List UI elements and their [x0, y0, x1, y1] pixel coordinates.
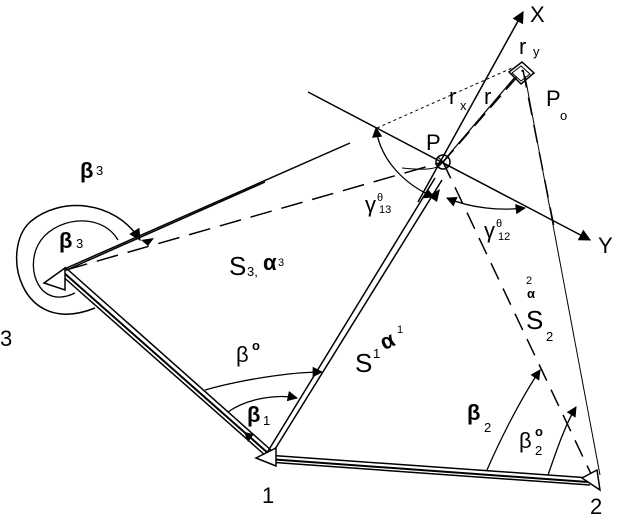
- arc-cross-gamma: [401, 164, 441, 170]
- label-Po-sub: o: [560, 108, 567, 123]
- label-S1: S: [355, 348, 372, 378]
- label-gamma12-theta: θ: [496, 218, 502, 230]
- label-vertex-2: 2: [590, 494, 602, 519]
- label-beta2-deg-sub: 2: [535, 443, 542, 458]
- label-beta2-deg: β: [519, 428, 532, 453]
- label-alpha3: α: [263, 250, 277, 275]
- label-ry: r: [519, 34, 526, 59]
- vertex-3-marker: [42, 266, 66, 292]
- label-beta2-deg-sup: o: [535, 424, 543, 439]
- label-gamma13: γ: [365, 192, 376, 217]
- label-beta-deg-sup: o: [252, 338, 260, 353]
- label-P: P: [426, 130, 441, 155]
- label-beta3-inner: β: [59, 228, 72, 253]
- point-Po: [507, 61, 536, 86]
- label-vertex-1: 1: [262, 483, 274, 508]
- arrowhead-side3: [141, 238, 154, 246]
- label-beta3-top: β: [80, 158, 93, 183]
- arc-beta-deg: [204, 366, 324, 391]
- vertex-1-marker: [254, 446, 277, 468]
- x-axis: [417, 10, 524, 203]
- arc-beta3-outer: [16, 204, 141, 315]
- label-alpha3-sub: 3: [278, 257, 284, 269]
- arc-beta2: [486, 369, 541, 471]
- line-Po-to-2: [524, 75, 601, 476]
- label-S2-top: 2: [526, 275, 532, 287]
- label-gamma12: γ: [484, 218, 495, 243]
- label-beta-deg: β: [236, 342, 249, 367]
- label-S2-sub: 2: [546, 329, 553, 344]
- side-3-to-1: [59, 267, 273, 457]
- label-Po: P: [546, 86, 561, 111]
- label-rx-sub: x: [460, 98, 467, 113]
- label-gamma12-sub: 12: [498, 231, 510, 243]
- label-Y: Y: [598, 233, 613, 258]
- label-gamma13-theta: θ: [377, 192, 383, 204]
- label-X: X: [530, 2, 545, 27]
- vector-r: [445, 76, 516, 159]
- label-ry-sub: y: [533, 44, 540, 59]
- label-beta2-sub: 2: [484, 420, 491, 435]
- side-1-to-3-upper: [61, 142, 351, 273]
- arc-beta2-deg: [547, 406, 577, 476]
- label-S2-alpha: α: [527, 286, 535, 301]
- label-alpha1-sup: 1: [397, 324, 403, 336]
- arc-beta1: [227, 390, 299, 413]
- arrowhead-side31: [244, 432, 254, 442]
- vertex-2-marker: [580, 468, 601, 492]
- label-vertex-3: 3: [0, 326, 12, 351]
- label-S2: S: [526, 305, 543, 335]
- side-1-to-P: [264, 177, 443, 457]
- side-1-to-2: [265, 454, 591, 486]
- label-S3-sub: 3,: [247, 264, 258, 279]
- label-beta3-top-sub: 3: [96, 163, 103, 178]
- label-beta3-inner-sub: 3: [76, 236, 83, 251]
- label-gamma13-sub: 13: [379, 204, 391, 216]
- label-rx: r: [449, 84, 456, 109]
- arc-beta3-inner: [32, 220, 119, 298]
- arc-gamma12: [446, 196, 527, 215]
- label-r: r: [484, 84, 491, 109]
- label-S1-sup: 1: [373, 346, 380, 361]
- label-beta1: β: [247, 402, 260, 427]
- label-beta2: β: [467, 400, 480, 425]
- arc-gamma13: [372, 126, 435, 199]
- label-beta1-sub: 1: [263, 413, 270, 428]
- label-S3: S: [229, 251, 246, 281]
